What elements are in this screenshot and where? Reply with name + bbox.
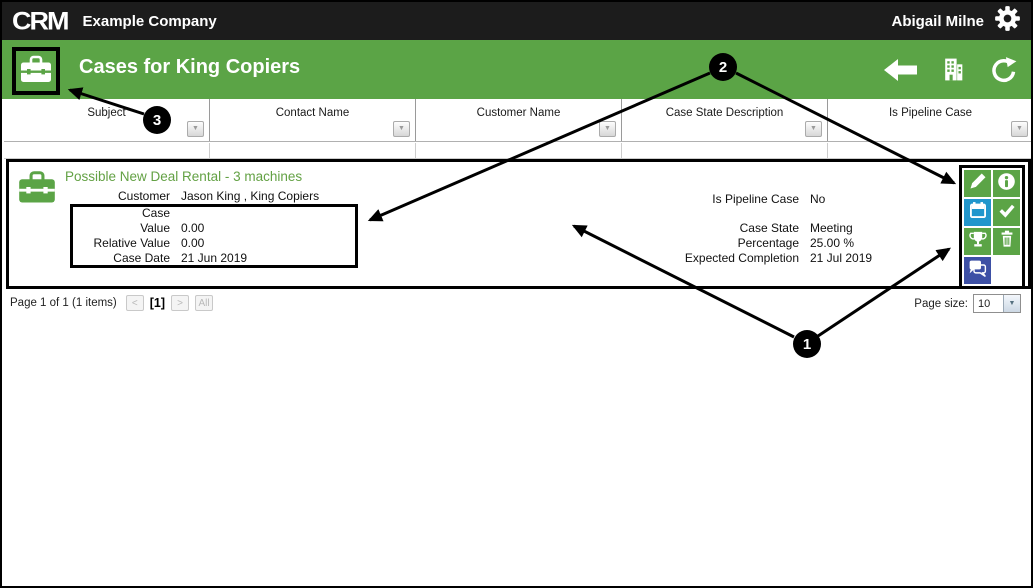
field-row-value: Value 0.00 [9,221,204,235]
table-header-row: Subject ▼ Contact Name ▼ Customer Name ▼… [4,99,1031,142]
field-row-is-pipeline-case: Is Pipeline Case No [517,192,825,206]
case-title-link[interactable]: Possible New Deal Rental - 3 machines [65,169,303,184]
field-row-relative-value: Relative Value 0.00 [9,236,205,250]
filter-dropdown-icon[interactable]: ▼ [599,121,616,137]
trophy-icon [968,229,988,254]
field-value: 21 Jun 2019 [181,251,248,265]
win-action-button[interactable] [964,228,991,255]
case-briefcase-icon [16,168,58,211]
filter-cell[interactable] [210,143,416,159]
filter-cell[interactable] [828,143,1031,159]
filter-dropdown-icon[interactable]: ▼ [187,121,204,137]
empty-action-cell [993,257,1020,284]
pagination-bar: Page 1 of 1 (1 items) < [1] > All [10,295,219,311]
field-value: 21 Jul 2019 [810,251,873,265]
column-header-subject[interactable]: Subject ▼ [4,99,210,141]
pagination-summary: Page 1 of 1 (1 items) [10,297,117,309]
field-label: Expected Completion [684,251,799,265]
complete-action-button[interactable] [993,199,1020,226]
building-icon[interactable] [940,56,967,83]
column-header-is-pipeline-case[interactable]: Is Pipeline Case ▼ [828,99,1031,141]
callout-1-number: 1 [803,336,811,353]
info-action-button[interactable] [993,170,1020,197]
page-size-select[interactable]: 10 ▼ [973,294,1021,313]
filter-dropdown-icon[interactable]: ▼ [393,121,410,137]
column-label: Subject [87,107,126,119]
field-row-case-date: Case Date 21 Jun 2019 [9,251,247,265]
back-arrow-icon[interactable] [884,57,918,83]
column-header-case-state-description[interactable]: Case State Description ▼ [622,99,828,141]
callout-1-badge [793,330,821,358]
annotation-box-action-icons [959,165,1025,289]
field-label: Case [141,206,170,220]
filter-dropdown-icon[interactable]: ▼ [1011,121,1028,137]
field-label: Case State [739,221,799,235]
page-header-bar: Cases for King Copiers [2,40,1031,99]
filter-cell[interactable] [4,143,210,159]
page-title: Cases for King Copiers [79,56,301,78]
next-page-button[interactable]: > [171,295,190,311]
delete-action-button[interactable] [993,228,1020,255]
field-label: Is Pipeline Case [712,192,799,206]
pencil-icon [968,171,988,196]
top-bar: CRM Example Company Abigail Milne [2,2,1031,40]
chat-bubbles-icon [967,258,988,284]
page-size-value: 10 [978,297,991,310]
field-label: Customer [117,189,170,203]
current-user-name: Abigail Milne [891,12,984,30]
company-name: Example Company [82,12,217,30]
field-value: Meeting [810,221,853,235]
check-icon [997,200,1017,225]
case-record-card: Possible New Deal Rental - 3 machines Cu… [6,159,1031,289]
field-value: No [810,192,826,206]
column-header-contact-name[interactable]: Contact Name ▼ [210,99,416,141]
briefcase-icon[interactable] [19,53,53,90]
calendar-action-button[interactable] [964,199,991,226]
field-label: Percentage [737,236,799,250]
field-label: Case Date [113,251,170,265]
filter-cell[interactable] [622,143,828,159]
field-value: 0.00 [181,221,205,235]
table-filter-row [4,143,1031,159]
filter-cell[interactable] [416,143,622,159]
calendar-icon [968,200,988,225]
field-row-customer: Customer Jason King , King Copiers [9,189,319,203]
chevron-down-icon: ▼ [1003,295,1020,312]
field-row-case-state: Case State Meeting [517,221,853,235]
prev-page-button[interactable]: < [125,295,144,311]
edit-action-button[interactable] [964,170,991,197]
field-label: Value [140,221,170,235]
field-row-percentage: Percentage 25.00 % [517,236,854,250]
column-label: Is Pipeline Case [888,107,973,119]
field-value: Jason King , King Copiers [181,189,320,203]
refresh-icon[interactable] [989,56,1017,84]
page-size-label: Page size: [914,297,968,310]
column-label: Customer Name [476,107,561,119]
column-label: Contact Name [275,107,350,119]
current-page-indicator: [1] [149,296,166,310]
annotation-box-briefcase [12,47,60,95]
page-size-control: Page size: 10 ▼ [914,294,1021,313]
field-label: Relative Value [93,236,171,250]
trash-icon [997,229,1017,254]
column-header-customer-name[interactable]: Customer Name ▼ [416,99,622,141]
column-label: Case State Description [665,107,784,119]
chat-action-button[interactable] [964,257,991,284]
field-value: 25.00 % [810,236,855,250]
field-value: 0.00 [181,236,205,250]
info-icon [996,171,1017,197]
gear-icon[interactable] [994,5,1021,37]
filter-dropdown-icon[interactable]: ▼ [805,121,822,137]
field-row-expected-completion: Expected Completion 21 Jul 2019 [517,251,872,265]
field-row-case: Case [9,206,181,220]
all-pages-button[interactable]: All [195,295,214,311]
crm-logo: CRM [12,6,69,35]
